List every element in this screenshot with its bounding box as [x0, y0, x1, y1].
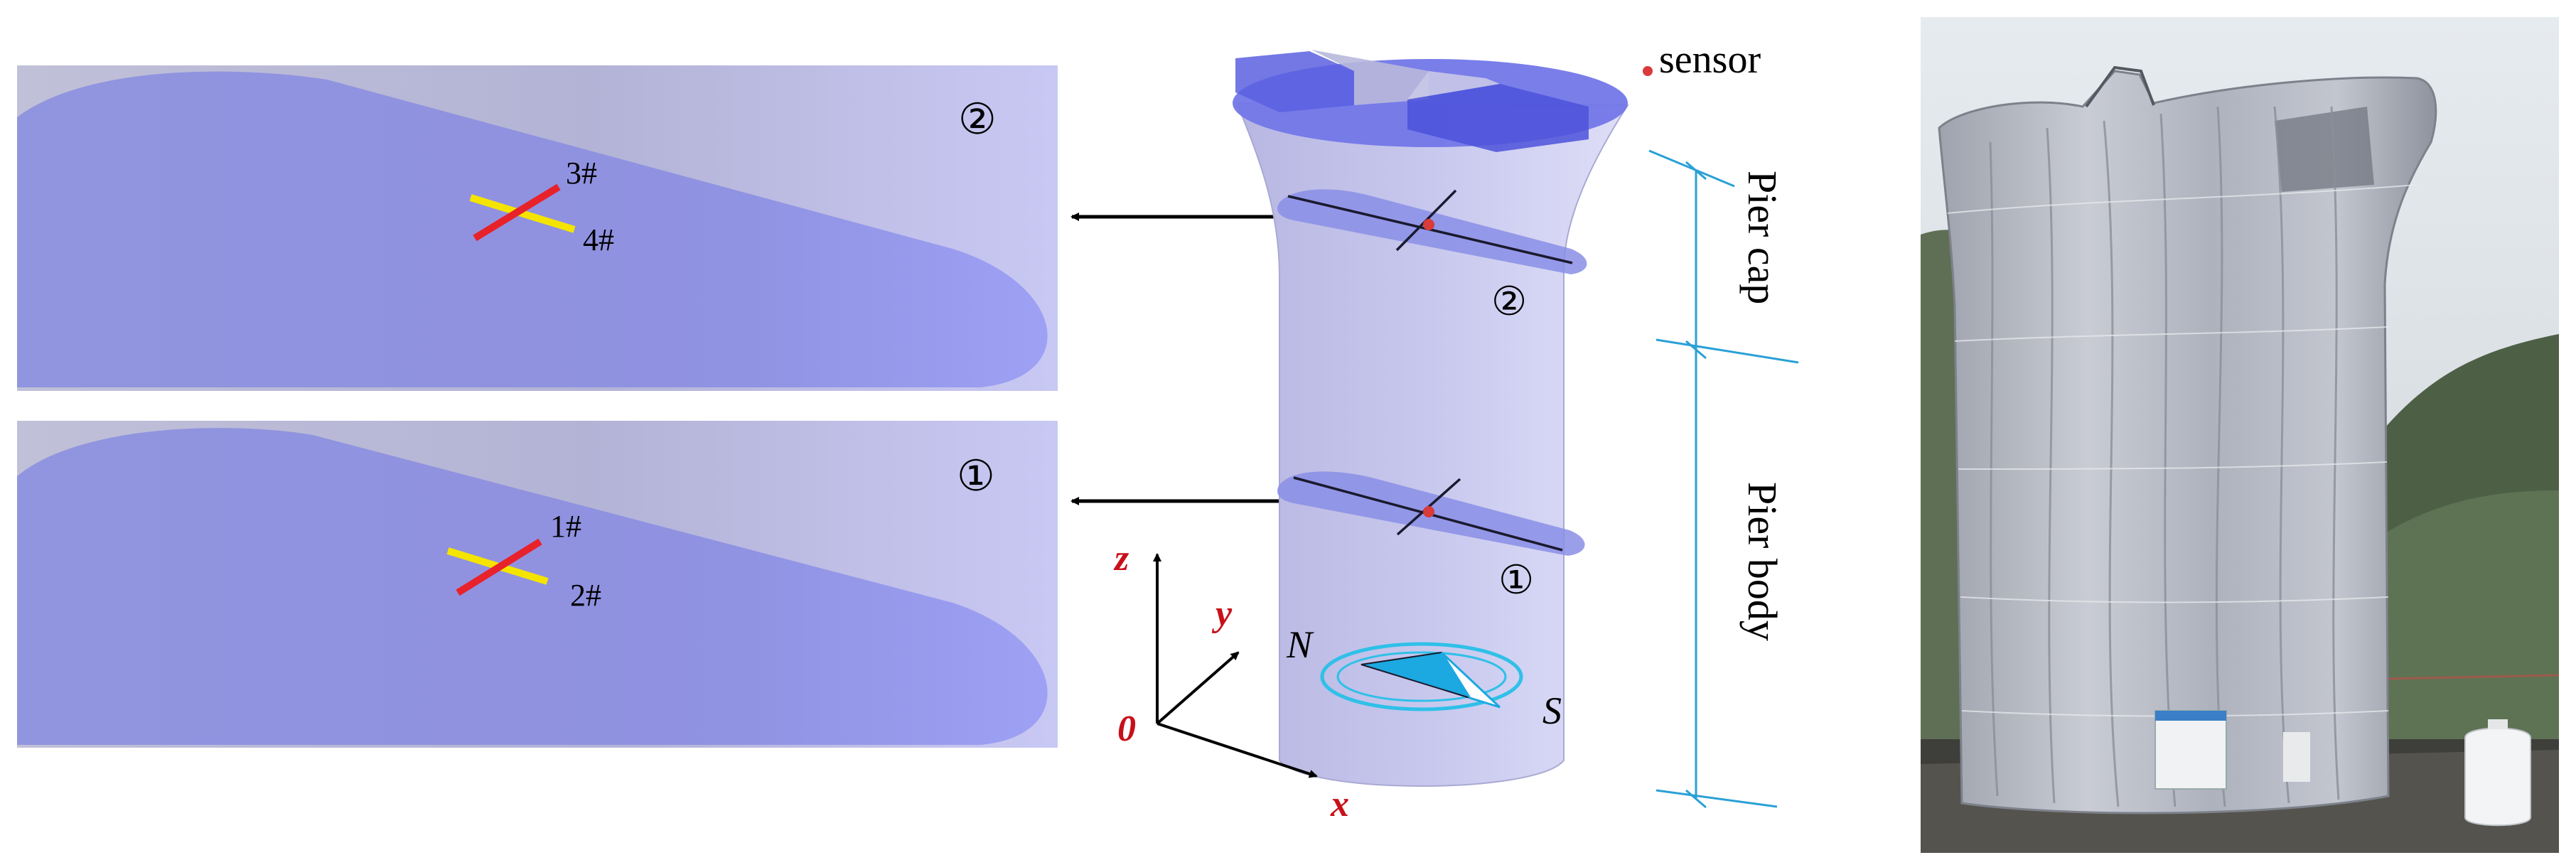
dimension-tick-slash — [1685, 340, 1707, 360]
coordinate-axes: z y x 0 — [1113, 538, 1349, 824]
compass-ring-inner — [1336, 651, 1507, 702]
photo-shadow-patch — [2275, 107, 2374, 192]
bearing-block — [1407, 71, 1500, 100]
sensor-dot — [1423, 219, 1434, 230]
sensor-label-b: 4# — [583, 222, 614, 257]
sensor-label-a: 3# — [566, 156, 597, 190]
sensor-bar-yellow — [469, 194, 576, 233]
x-axis — [1156, 722, 1318, 778]
photo-water-tank — [2464, 727, 2531, 827]
dimension-tick — [1655, 338, 1799, 364]
compass-south-label: S — [1542, 689, 1562, 732]
photo-info-panel — [2283, 732, 2310, 782]
photo-hill-right-front — [2374, 490, 2559, 782]
compass-needle-south — [1440, 651, 1501, 709]
pier-model: ② ① N S — [1233, 50, 1629, 787]
sensor-marker-icon — [1643, 66, 1653, 76]
bearing-block — [1407, 84, 1589, 152]
dimension-label-body: Pier body — [1739, 482, 1786, 641]
section-panel-upper: 3# 4# ② — [17, 65, 1058, 391]
dimension-label-cap: Pier cap — [1739, 171, 1786, 304]
z-axis-label: z — [1113, 538, 1129, 579]
section-circled-label: ① — [957, 453, 995, 500]
compass-north-label: N — [1286, 623, 1314, 666]
photo-info-board — [2154, 710, 2227, 790]
sensor-dot — [1423, 506, 1434, 517]
x-axis-label: x — [1330, 784, 1349, 824]
field-photo — [1921, 17, 2559, 853]
sensor-bar-red — [473, 183, 561, 242]
sensor-label-b: 2# — [570, 578, 601, 613]
sensor-bar-red — [456, 538, 542, 596]
section-circled-label: ② — [958, 96, 997, 143]
y-axis-label: y — [1211, 593, 1233, 634]
legend: sensor — [1643, 38, 1761, 82]
bearing-block — [1235, 51, 1354, 112]
y-axis — [1156, 651, 1240, 725]
pier-shaft — [1235, 102, 1629, 787]
photo-info-board-header — [2155, 711, 2226, 721]
section-slab — [17, 428, 1048, 745]
origin-label: 0 — [1117, 709, 1136, 749]
dimension-lines — [1648, 149, 1799, 809]
dimension-tick-slash — [1685, 161, 1707, 181]
dimension-tick — [1655, 789, 1778, 808]
dimension-tick-slash — [1685, 789, 1707, 809]
photo-cloth-folds — [1989, 106, 2340, 807]
legend-label: sensor — [1659, 38, 1761, 82]
section-panel-lower: 1# 2# ① — [17, 421, 1058, 748]
photo-scaffold — [2085, 65, 2155, 108]
compass: N S — [1286, 623, 1562, 732]
compass-ring-outer — [1320, 642, 1523, 711]
dimension-tick — [1648, 149, 1735, 188]
section-slab — [17, 71, 1048, 387]
bearing-block — [1311, 50, 1429, 105]
pier-section-label-lower: ① — [1498, 559, 1534, 603]
pier-section-label-upper: ② — [1491, 280, 1527, 324]
sensor-label-a: 1# — [550, 509, 581, 544]
photo-fence — [2388, 674, 2559, 680]
photo-water-tank-cap — [2488, 719, 2508, 729]
